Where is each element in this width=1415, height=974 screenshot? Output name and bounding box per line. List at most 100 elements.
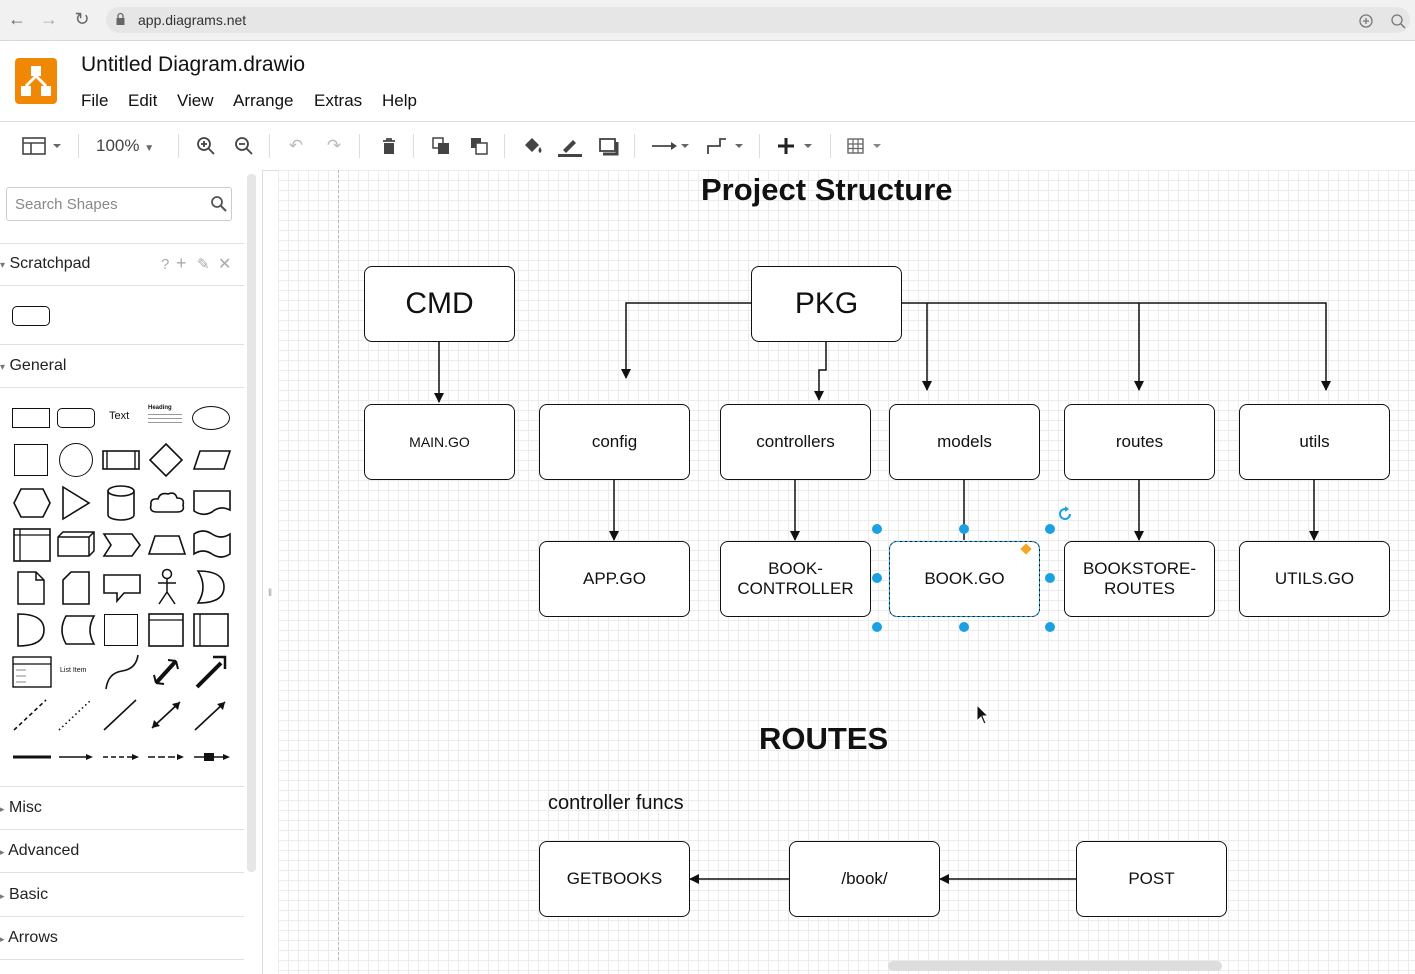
search-shapes-input[interactable] <box>6 187 232 221</box>
shape-bidirectional-connector[interactable] <box>148 698 184 732</box>
section-basic[interactable]: ▸ Basic <box>0 886 244 908</box>
shape-dashed-connector[interactable] <box>102 750 140 764</box>
scratchpad-rounded-rect[interactable] <box>12 306 50 326</box>
table-icon[interactable] <box>846 136 886 156</box>
section-arrows[interactable]: ▸ Arrows <box>0 929 244 951</box>
resize-handle[interactable] <box>872 524 882 534</box>
shape-document[interactable] <box>192 489 232 517</box>
forward-icon[interactable]: → <box>40 9 58 29</box>
shape-cylinder[interactable] <box>106 484 136 522</box>
node-controllers[interactable]: controllers <box>720 404 871 480</box>
node-utils[interactable]: utils <box>1239 404 1390 480</box>
shape-list-item[interactable]: List Item <box>60 667 87 674</box>
diagram-title[interactable]: Project Structure <box>701 172 953 207</box>
menu-help[interactable]: Help <box>382 91 417 110</box>
node-models[interactable]: models <box>889 404 1040 480</box>
shape-diamond[interactable] <box>148 442 184 478</box>
menu-edit[interactable]: Edit <box>128 91 158 110</box>
resize-handle[interactable] <box>1045 573 1055 583</box>
shape-line[interactable] <box>102 698 138 732</box>
routes-heading[interactable]: ROUTES <box>759 721 889 756</box>
shape-callout[interactable] <box>102 573 142 604</box>
edit-icon[interactable]: ✎ <box>197 256 210 273</box>
shape-arrow[interactable] <box>193 653 229 691</box>
shape-tape[interactable] <box>192 529 232 559</box>
line-color-icon[interactable] <box>558 136 582 157</box>
shape-cloud[interactable] <box>148 490 186 516</box>
shape-swimlane[interactable] <box>148 613 184 647</box>
shape-dashed-connector-2[interactable] <box>147 750 185 764</box>
node-book-controller[interactable]: BOOK- CONTROLLER <box>720 541 871 617</box>
menu-file[interactable]: File <box>81 91 109 110</box>
resize-handle[interactable] <box>1045 622 1055 632</box>
shape-rounded-rectangle[interactable] <box>57 408 95 428</box>
back-icon[interactable]: ← <box>8 9 26 29</box>
shape-trapezoid[interactable] <box>147 534 187 556</box>
shape-triangle[interactable] <box>60 485 92 521</box>
connection-style-icon[interactable] <box>651 136 691 156</box>
add-icon[interactable]: + <box>176 253 187 273</box>
shape-list[interactable] <box>12 656 52 688</box>
resize-handle[interactable] <box>959 524 969 534</box>
sidebar-resize-handle[interactable]: ‖ <box>268 588 273 599</box>
menu-extras[interactable]: Extras <box>314 91 363 110</box>
shape-data-storage[interactable] <box>56 614 96 646</box>
shadow-icon[interactable] <box>597 136 621 156</box>
delete-icon[interactable] <box>378 136 400 156</box>
shape-internal-storage[interactable] <box>12 527 52 563</box>
shape-heading[interactable]: Heading <box>148 405 182 429</box>
shape-square[interactable] <box>14 444 48 476</box>
shape-note[interactable] <box>16 570 46 606</box>
controller-funcs-label[interactable]: controller funcs <box>548 792 684 814</box>
edge-pkg-config[interactable] <box>621 302 751 379</box>
shape-directional-connector[interactable] <box>193 698 229 732</box>
section-general[interactable]: ▾ General <box>0 357 244 379</box>
shape-ellipse[interactable] <box>192 406 230 430</box>
address-bar[interactable] <box>106 7 1410 33</box>
shape-and[interactable] <box>16 612 46 648</box>
resize-handle[interactable] <box>1045 524 1055 534</box>
shape-circle[interactable] <box>59 443 93 477</box>
menu-view[interactable]: View <box>177 91 214 110</box>
fill-color-icon[interactable] <box>521 136 545 156</box>
install-icon[interactable] <box>1358 13 1374 29</box>
node-post[interactable]: POST <box>1076 841 1227 917</box>
shape-connector[interactable] <box>58 750 94 764</box>
reload-icon[interactable]: ↻ <box>74 9 90 29</box>
node-bookstore-routes[interactable]: BOOKSTORE- ROUTES <box>1064 541 1215 617</box>
diagram-canvas[interactable]: Project Structure CMD PKG MAIN.GO config… <box>278 170 1415 974</box>
shape-hexagon[interactable] <box>12 487 52 519</box>
node-utils-go[interactable]: UTILS.GO <box>1239 541 1390 617</box>
document-title[interactable]: Untitled Diagram.drawio <box>81 53 306 76</box>
resize-handle[interactable] <box>872 622 882 632</box>
resize-handle[interactable] <box>959 622 969 632</box>
to-back-icon[interactable] <box>468 136 490 156</box>
node-pkg[interactable]: PKG <box>751 266 902 342</box>
section-misc[interactable]: ▸ Misc <box>0 799 244 821</box>
undo-icon[interactable]: ↶ <box>288 136 304 155</box>
shape-bidirectional-arrow[interactable] <box>148 653 184 691</box>
edge-pkg-utils[interactable] <box>901 302 1331 391</box>
zoom-level[interactable]: 100% ▼ <box>96 136 166 156</box>
shape-rectangle[interactable] <box>12 408 50 428</box>
sidebar-scrollbar[interactable] <box>247 174 256 872</box>
shape-link[interactable] <box>12 750 52 764</box>
node-getbooks[interactable]: GETBOOKS <box>539 841 690 917</box>
shape-parallelogram[interactable] <box>192 449 232 471</box>
edge-pkg-controllers[interactable] <box>814 341 827 401</box>
close-icon[interactable]: ✕ <box>218 256 232 273</box>
zoom-out-icon[interactable] <box>233 136 255 156</box>
shape-curve[interactable] <box>104 653 140 691</box>
shape-vertical-container[interactable] <box>193 613 229 647</box>
shape-text[interactable]: Text <box>109 410 130 422</box>
canvas-horizontal-scrollbar[interactable] <box>888 961 1222 971</box>
waypoints-icon[interactable] <box>706 136 746 156</box>
shape-dashed-line[interactable] <box>12 698 48 732</box>
help-icon[interactable]: ? <box>161 256 170 273</box>
rotate-handle-icon[interactable] <box>1057 506 1073 522</box>
shape-or[interactable] <box>196 569 226 605</box>
to-front-icon[interactable] <box>430 136 452 156</box>
section-scratchpad[interactable]: ▾ Scratchpad <box>0 255 244 277</box>
node-main-go[interactable]: MAIN.GO <box>364 404 515 480</box>
shape-actor[interactable] <box>155 568 179 606</box>
